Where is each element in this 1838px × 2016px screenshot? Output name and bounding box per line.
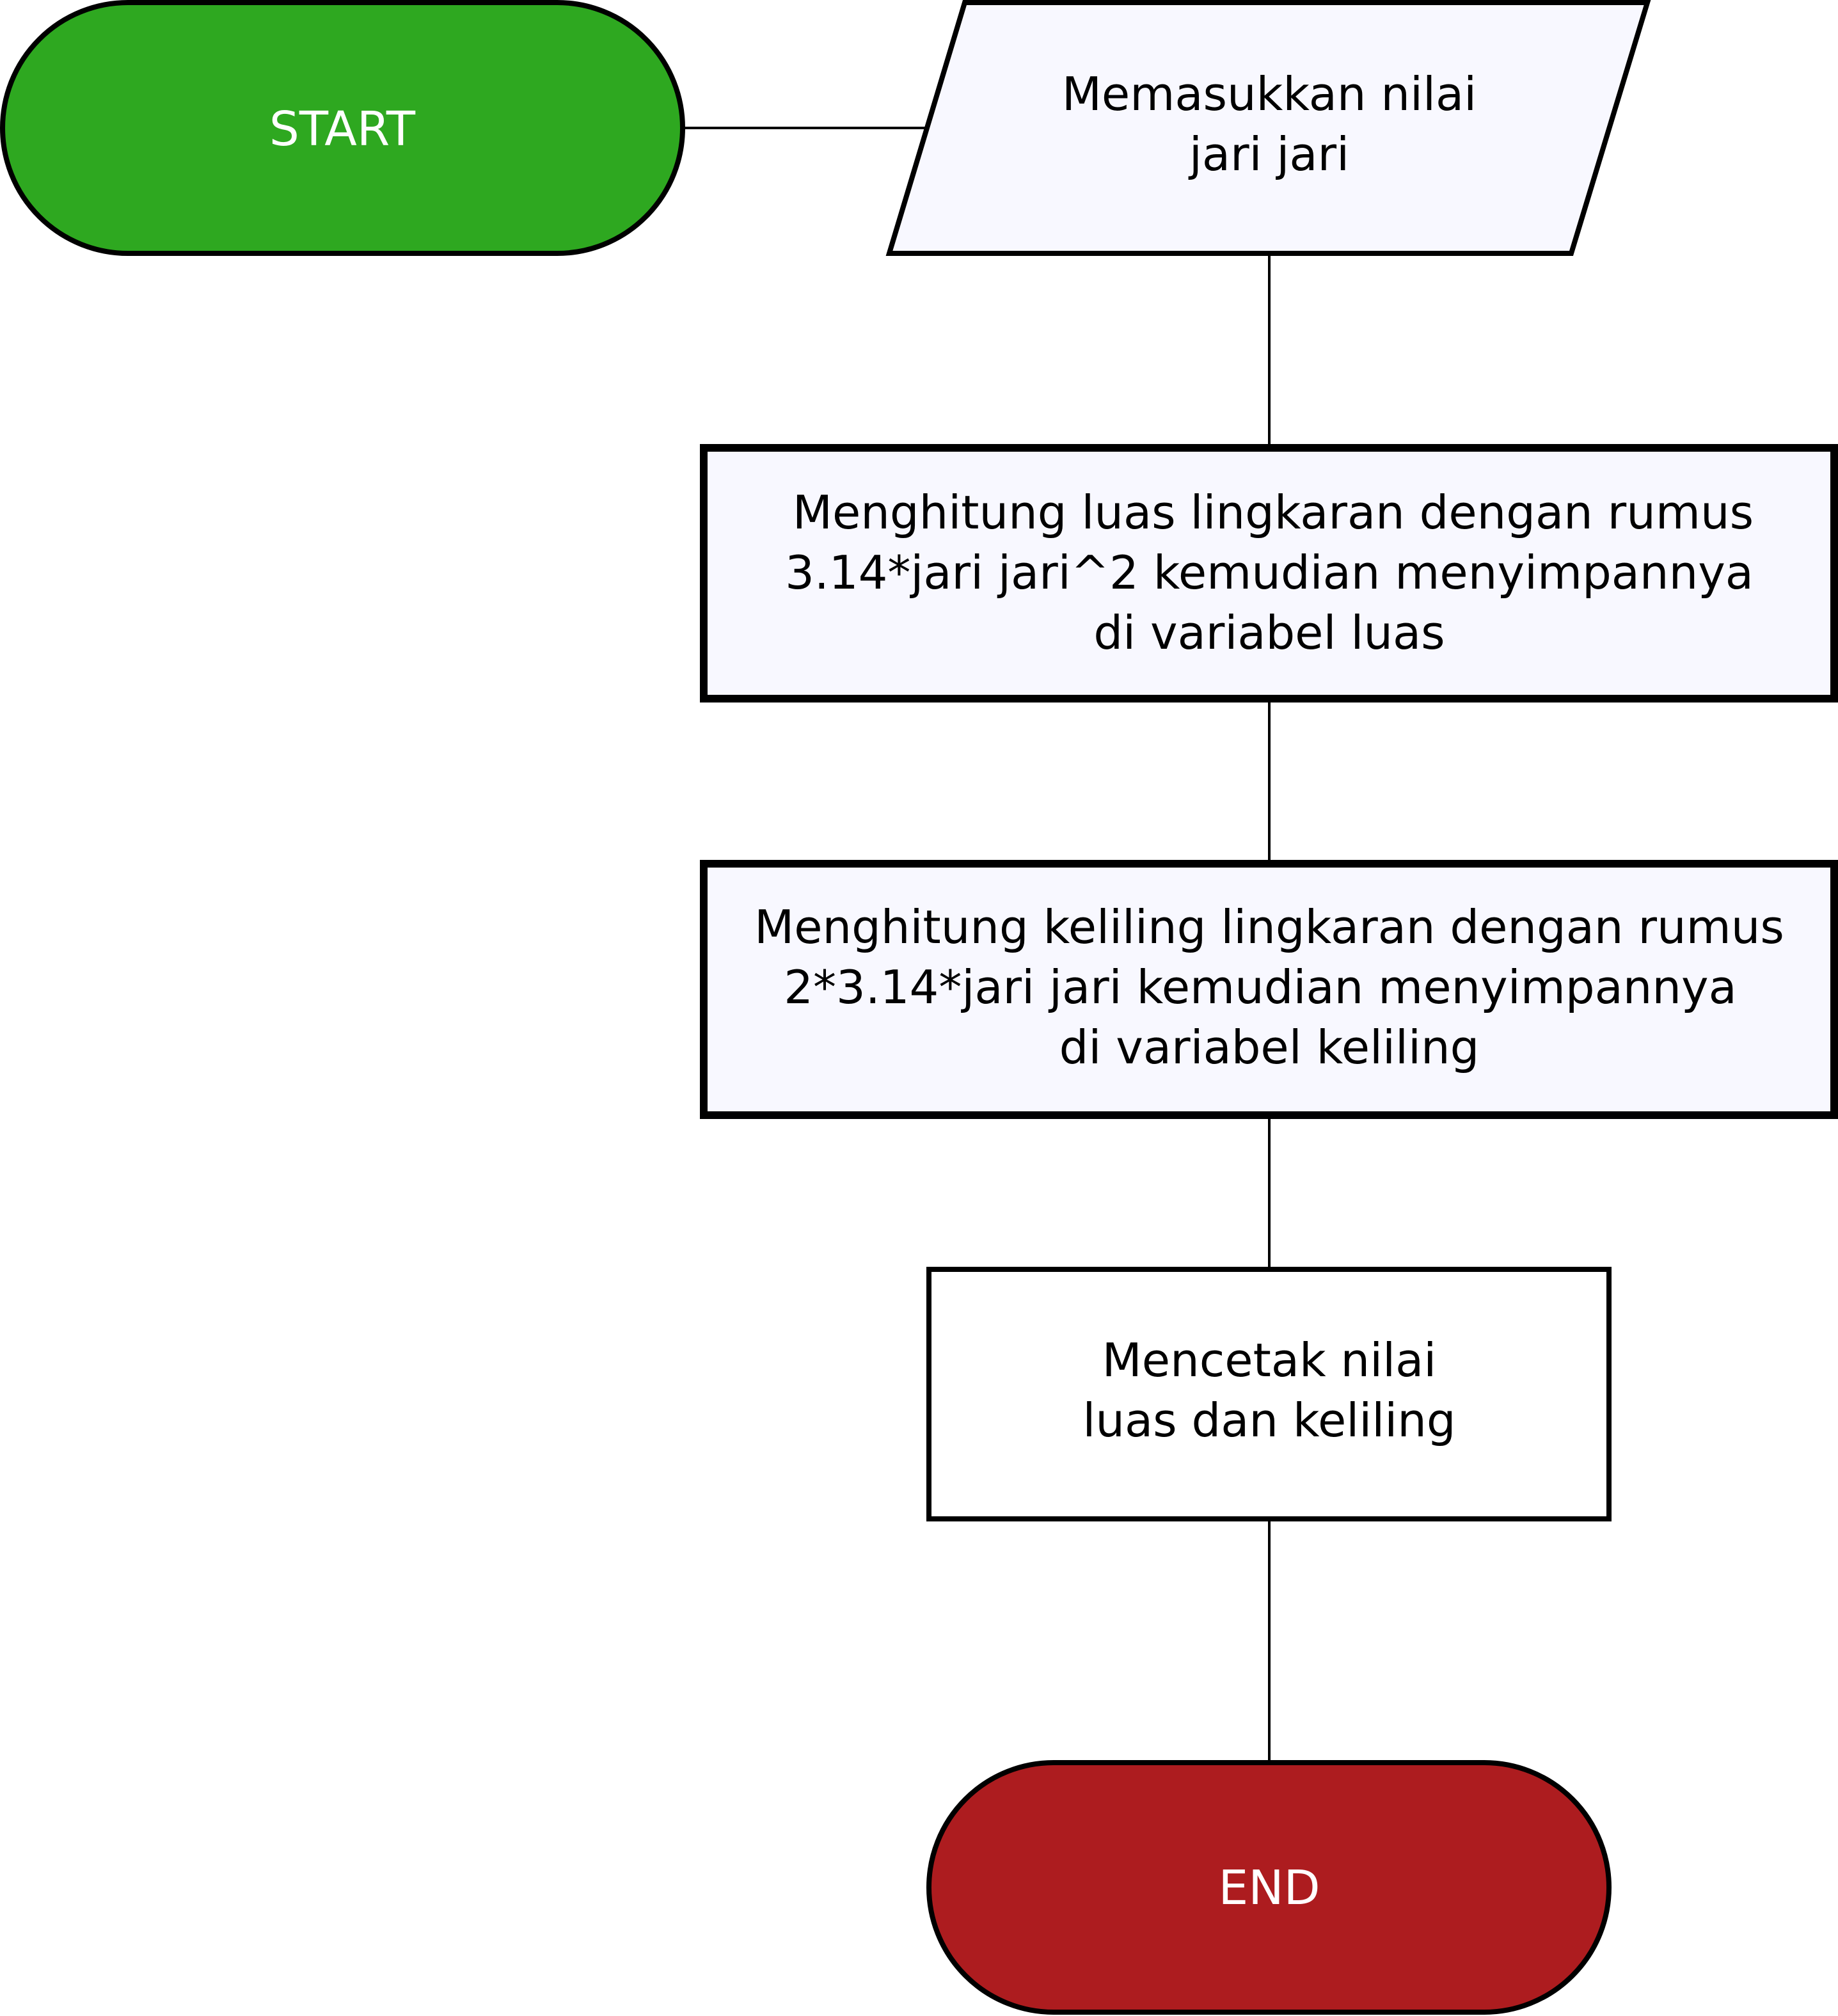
calc-area-shape	[700, 444, 1838, 702]
connectors	[683, 127, 1271, 1763]
start-label: START	[269, 102, 416, 157]
input-label-line-1: Memasukkan nilai	[1062, 67, 1477, 121]
start-shape	[0, 0, 685, 256]
start-terminator: START	[0, 0, 685, 256]
input-node: Memasukkan nilai jari jari	[885, 0, 1651, 256]
calc-area-label-line-2: 3.14*jari jari^2 kemudian menyimpannya	[785, 546, 1754, 599]
end-label: END	[1218, 1861, 1320, 1916]
calc-circumference-label-line-2: 2*3.14*jari jari kemudian menyimpannya	[784, 960, 1737, 1014]
output-label-line-1: Mencetak nilai	[1102, 1333, 1437, 1387]
output-shape	[926, 1267, 1612, 1521]
end-terminator: END	[926, 1760, 1612, 2015]
calc-circumference-label-line-1: Menghitung keliling lingkaran dengan rum…	[754, 900, 1784, 954]
input-shape	[885, 0, 1651, 256]
calc-area-process: Menghitung luas lingkaran dengan rumus 3…	[700, 444, 1838, 702]
calc-circumference-label-line-3: di variabel keliling	[1059, 1020, 1480, 1074]
output-node: Mencetak nilai luas dan keliling	[926, 1267, 1612, 1521]
calc-area-label-line-1: Menghitung luas lingkaran dengan rumus	[793, 486, 1754, 539]
input-label-line-2: jari jari	[1188, 127, 1349, 181]
calc-area-label-line-3: di variabel luas	[1093, 606, 1445, 660]
output-label-line-2: luas dan keliling	[1082, 1393, 1455, 1447]
end-shape	[926, 1760, 1612, 2015]
calc-circumference-shape	[700, 860, 1838, 1119]
calc-circumference-process: Menghitung keliling lingkaran dengan rum…	[700, 860, 1838, 1119]
